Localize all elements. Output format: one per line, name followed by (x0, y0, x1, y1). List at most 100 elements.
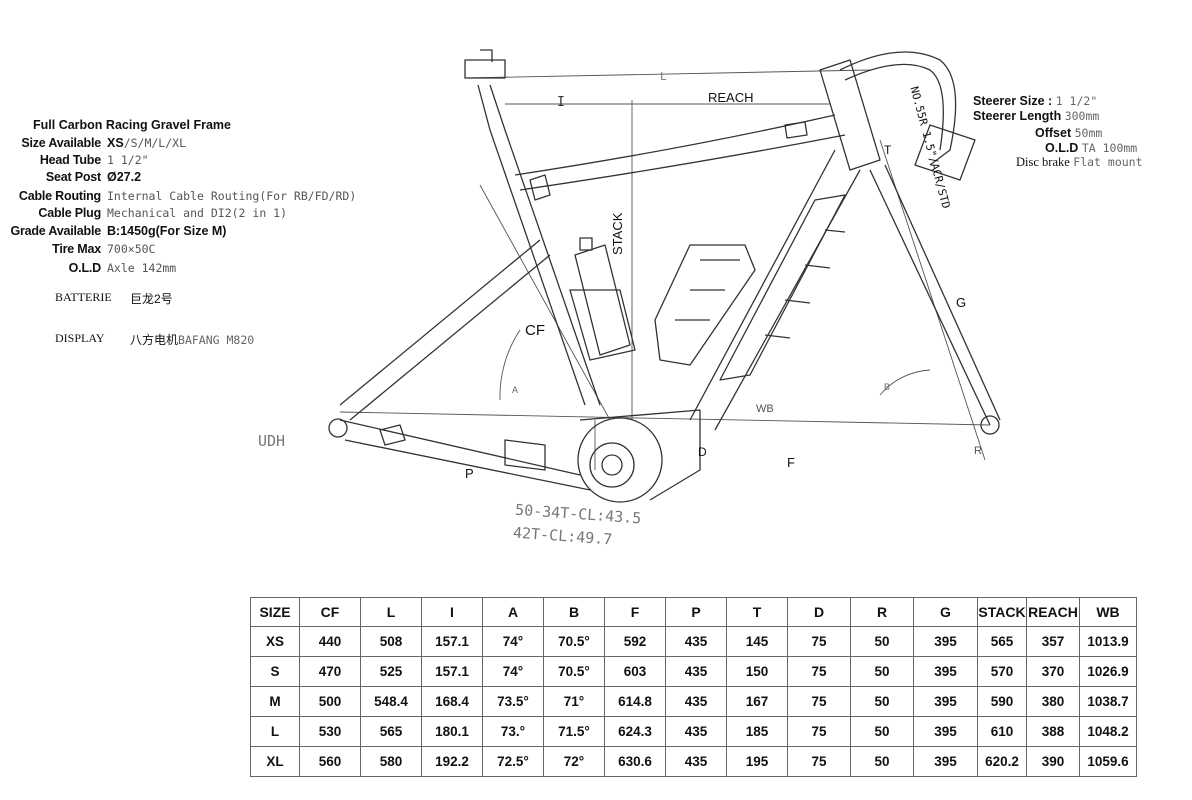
table-cell: 435 (665, 716, 727, 747)
table-cell: 395 (913, 656, 978, 687)
spec-label: Cable Plug (38, 206, 101, 220)
spec-label: Size Available (21, 136, 101, 150)
spec-value: Mechanical and DI2(2 in 1) (107, 206, 287, 220)
table-header-cell: F (604, 597, 666, 627)
table-header-cell: STACK (977, 597, 1027, 627)
spec-value-text: 1 1/2" (107, 153, 149, 167)
table-cell: 73.5° (482, 686, 544, 717)
spec-value-text: Internal Cable Routing(For RB/FD/RD) (107, 189, 357, 203)
spec-label: Cable Routing (18, 189, 101, 203)
table-header-cell: P (665, 597, 727, 627)
dim-label-i: I (557, 95, 565, 110)
offset-label: Offset (1035, 126, 1072, 140)
steerer-length-label: Steerer Length (973, 109, 1062, 123)
table-cell: 570 (977, 656, 1027, 687)
dim-label-a: A (512, 385, 519, 395)
table-cell: 603 (604, 656, 666, 687)
table-cell: 75 (787, 656, 851, 687)
table-cell: 167 (726, 686, 788, 717)
table-header-cell: CF (299, 597, 361, 627)
offset: Offset 50mm (1035, 126, 1102, 140)
table-cell: 168.4 (421, 686, 483, 717)
table-cell: L (250, 716, 300, 747)
table-header-cell: B (543, 597, 605, 627)
table-cell: 75 (787, 626, 851, 657)
table-cell: 525 (360, 656, 422, 687)
table-cell: 185 (726, 716, 788, 747)
spec-row: Tire Max 700×50C (0, 242, 155, 260)
table-cell: 50 (850, 686, 914, 717)
table-cell: 440 (299, 626, 361, 657)
table-header-cell: I (421, 597, 483, 627)
table-cell: 620.2 (977, 746, 1027, 777)
display-label: DISPLAY (55, 331, 105, 345)
table-cell: 157.1 (421, 626, 483, 657)
table-cell: 395 (913, 746, 978, 777)
table-cell: 70.5° (543, 626, 605, 657)
table-cell: 590 (977, 686, 1027, 717)
table-cell: 157.1 (421, 656, 483, 687)
table-cell: 70.5° (543, 656, 605, 687)
steerer-size: Steerer Size : 1 1/2" (973, 94, 1097, 108)
battery-value: 巨龙2号 (130, 292, 173, 306)
fork-old-value: TA 100mm (1081, 141, 1138, 155)
table-header-cell: WB (1079, 597, 1137, 627)
spec-value-bold: B:1450g(For Size M) (107, 224, 227, 238)
table-cell: 592 (604, 626, 666, 657)
spec-value-text: Mechanical and DI2(2 in 1) (107, 206, 288, 220)
steerer-size-label: Steerer Size : (973, 94, 1053, 108)
dim-label-t: T (884, 143, 892, 157)
display-value-model: BAFANG M820 (178, 333, 255, 347)
spec-row: Cable Routing Internal Cable Routing(For … (0, 189, 356, 207)
spec-value: 700×50C (107, 242, 155, 256)
spec-value: Ø27.2 (107, 170, 141, 184)
table-cell: 150 (726, 656, 788, 687)
table-cell: 395 (913, 716, 978, 747)
spec-value: XS/S/M/L/XL (107, 136, 186, 150)
dim-label-cf: CF (525, 322, 545, 339)
spec-label: Tire Max (52, 242, 101, 256)
table-cell: 470 (299, 656, 361, 687)
table-cell: 1059.6 (1079, 746, 1137, 777)
dim-label-b: B (884, 382, 891, 392)
table-cell: 145 (726, 626, 788, 657)
steerer-length-value: 300mm (1064, 109, 1100, 123)
table-cell: 560 (299, 746, 361, 777)
table-cell: 73.° (482, 716, 544, 747)
dim-label-d: D (698, 445, 707, 459)
spec-value: 1 1/2" (107, 153, 149, 167)
table-header-cell: T (726, 597, 788, 627)
table-cell: 50 (850, 626, 914, 657)
table-cell: 71.5° (543, 716, 605, 747)
table-cell: 388 (1026, 716, 1080, 747)
table-cell: 180.1 (421, 716, 483, 747)
table-cell: 435 (665, 656, 727, 687)
table-cell: M (250, 686, 300, 717)
frame-title: Full Carbon Racing Gravel Frame (33, 118, 231, 132)
disc-brake-label: Disc brake (1016, 155, 1070, 169)
table-cell: 630.6 (604, 746, 666, 777)
dim-label-p: P (465, 466, 474, 481)
spec-value-text: /S/M/L/XL (123, 136, 186, 150)
table-cell: 395 (913, 686, 978, 717)
table-cell: 565 (360, 716, 422, 747)
udh-label: UDH (258, 432, 286, 450)
spec-value-bold: XS (107, 136, 124, 150)
spec-row: Size Available XS/S/M/L/XL (0, 136, 186, 154)
table-cell: 50 (850, 746, 914, 777)
table-cell: 1026.9 (1079, 656, 1137, 687)
spec-row: Head Tube 1 1/2" (0, 153, 149, 171)
spec-label: O.L.D (68, 261, 102, 275)
table-cell: S (250, 656, 300, 687)
spec-label: Head Tube (39, 153, 101, 167)
spec-value: Internal Cable Routing(For RB/FD/RD) (107, 189, 356, 203)
table-cell: XL (250, 746, 300, 777)
display-value-cn: 八方电机 (130, 333, 179, 347)
dim-label-reach: REACH (708, 90, 754, 105)
table-cell: 580 (360, 746, 422, 777)
